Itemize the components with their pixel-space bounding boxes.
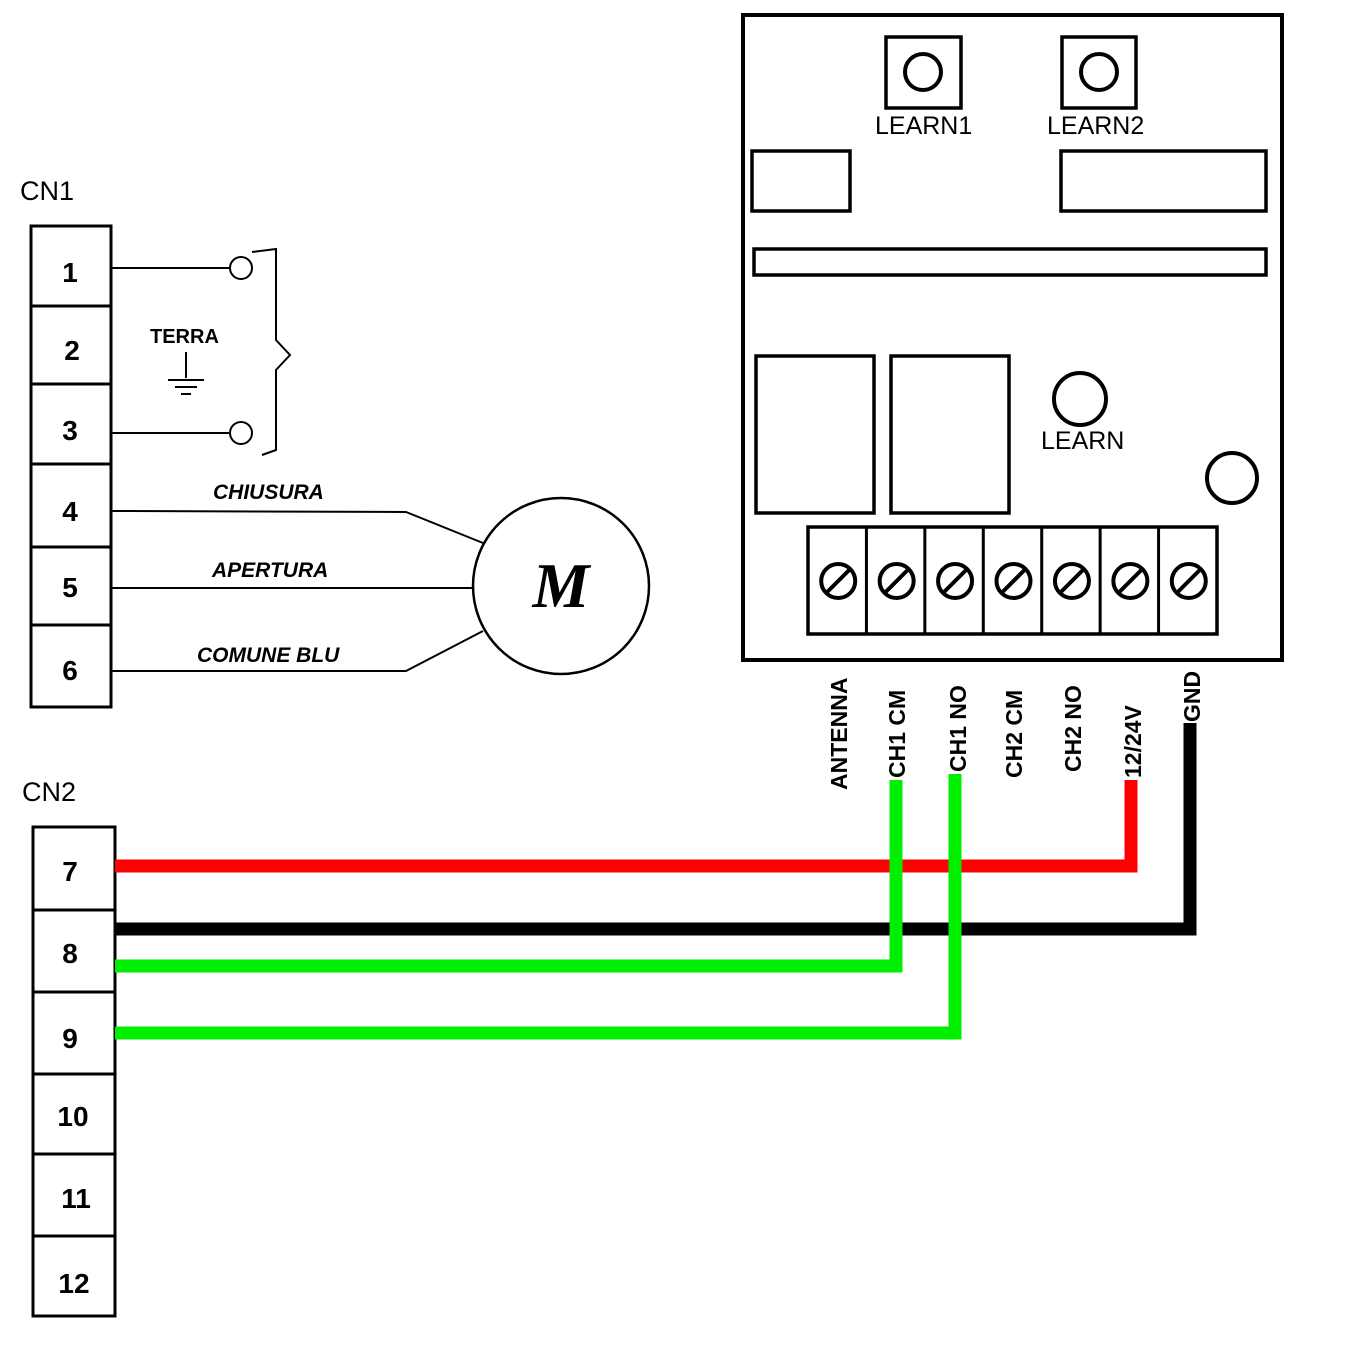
- led-icon: [1205, 451, 1259, 505]
- learn-label: LEARN: [1041, 427, 1124, 455]
- cn2-terminal-11-label: 11: [61, 1183, 91, 1214]
- relay-1: [754, 354, 876, 515]
- cn2-title: CN2: [22, 777, 76, 807]
- terminal-screws: [819, 527, 1208, 634]
- relay-2: [889, 354, 1011, 515]
- learn2-button[interactable]: [1060, 35, 1138, 110]
- cn1-terminal-6: [29, 623, 113, 709]
- cn1-terminal-2-label: 2: [64, 335, 80, 366]
- cn1-title: CN1: [20, 176, 74, 206]
- cn2-terminal-8-label: 8: [62, 938, 78, 969]
- cn1-terminal-1: [29, 224, 113, 308]
- cn1-terminal-4-label: 4: [62, 496, 78, 527]
- screw-slot-icon: [1001, 568, 1026, 594]
- terminal-label-antenna: ANTENNA: [826, 678, 852, 790]
- wire-8-to-ch1-cm: [115, 780, 903, 973]
- ground-label: TERRA: [150, 326, 219, 348]
- motor-symbol: M: [532, 550, 592, 621]
- wire-8-to-gnd: [115, 723, 1197, 936]
- terminal-label-ch2-no: CH2 NO: [1060, 685, 1086, 772]
- receiver-board: LEARN1 LEARN2 LEARN: [741, 13, 1284, 662]
- wire-7-to-12-24v: [115, 780, 1138, 873]
- screw-slot-icon: [825, 568, 851, 594]
- cn1-terminal-3-label: 3: [62, 415, 78, 446]
- learn1-label: LEARN1: [875, 112, 972, 140]
- wire-label-apertura: APERTURA: [211, 559, 328, 582]
- switch-contact-top: [229, 256, 253, 280]
- learn2-label: LEARN2: [1047, 112, 1144, 140]
- wire-9-to-ch1-no: [115, 774, 962, 1040]
- cn2-terminal-10: [31, 1072, 117, 1156]
- receiver-terminal-labels: ANTENNA CH1 CM CH1 NO CH2 CM CH2 NO 12/2…: [826, 671, 1205, 790]
- terminal-label-12-24v: 12/24V: [1120, 704, 1146, 778]
- component-block-right: [1059, 149, 1268, 213]
- cn2-connector: 7 8 9 10 11 12: [31, 825, 117, 1318]
- screw-slot-icon: [884, 568, 910, 594]
- switch-contact-bottom: [229, 421, 253, 445]
- ground-icon: [168, 352, 204, 395]
- earth-switch: [111, 247, 292, 456]
- screw-slot-icon: [942, 568, 968, 594]
- cn2-terminal-9-label: 9: [62, 1023, 78, 1054]
- colored-wires: [115, 723, 1197, 1040]
- terminal-label-gnd: GND: [1179, 671, 1205, 722]
- learn2-button-icon: [1079, 52, 1119, 92]
- wire-label-chiusura: CHIUSURA: [213, 481, 324, 504]
- learn1-button-icon: [903, 52, 943, 92]
- cn1-terminal-6-label: 6: [62, 655, 78, 686]
- cn2-terminal-12-label: 12: [58, 1268, 89, 1299]
- screw-slot-icon: [1176, 568, 1202, 594]
- component-block-left: [750, 149, 852, 213]
- cn2-terminal-10-label: 10: [57, 1101, 88, 1132]
- wire-label-comune-blu: COMUNE BLU: [197, 644, 340, 667]
- screw-slot-icon: [1117, 568, 1143, 594]
- cn2-terminal-12: [31, 1234, 117, 1318]
- component-strip: [752, 247, 1268, 277]
- motor-icon: M: [471, 496, 651, 676]
- motor-wires: [110, 510, 484, 672]
- terminal-label-ch1-cm: CH1 CM: [884, 690, 910, 778]
- cn2-terminal-7-label: 7: [62, 856, 78, 887]
- learn-button-icon[interactable]: [1052, 371, 1108, 427]
- cn1-terminal-5-label: 5: [62, 572, 78, 603]
- cn1-connector: 1 2 3 4 5 6: [29, 224, 113, 709]
- terminal-label-ch1-no: CH1 NO: [945, 685, 971, 772]
- cn2-terminal-7: [31, 825, 117, 912]
- screw-slot-icon: [1059, 568, 1085, 594]
- cn1-terminal-1-label: 1: [62, 257, 78, 288]
- terminal-label-ch2-cm: CH2 CM: [1001, 690, 1027, 778]
- cn1-terminal-4: [29, 462, 113, 549]
- cn2-terminal-9: [31, 990, 117, 1076]
